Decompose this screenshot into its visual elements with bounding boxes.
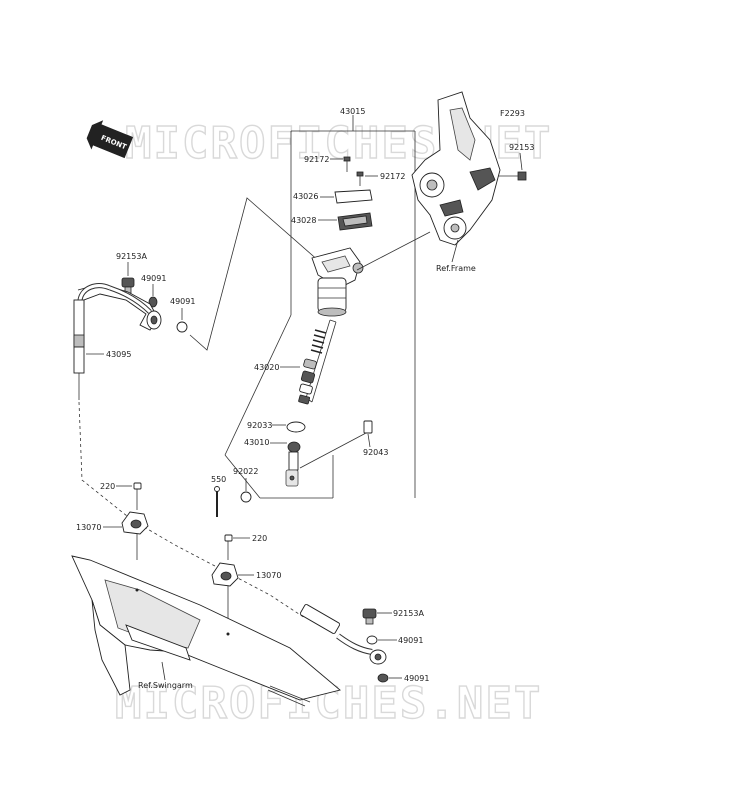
label-220-b: 220 — [252, 534, 267, 543]
label-92153A-bottom: 92153A — [393, 609, 424, 618]
bolt-92153 — [498, 171, 527, 181]
assembly-bracket-43015 — [224, 115, 416, 499]
label-49091-a: 49091 — [141, 274, 166, 283]
label-43028: 43028 — [291, 216, 316, 225]
label-13070-a: 13070 — [76, 523, 101, 532]
hose-routing-dash — [78, 401, 306, 619]
ref-frame-label: Ref.Frame — [436, 264, 476, 273]
pin-92043 — [299, 420, 373, 469]
ref-swingarm-label: Ref.Swingarm — [138, 681, 193, 690]
label-92043: 92043 — [363, 448, 388, 457]
lower-brake-hose — [299, 604, 387, 665]
hose-to-cylinder-line — [189, 197, 321, 351]
label-49091-b: 49091 — [170, 297, 195, 306]
washer-49091-a — [148, 296, 158, 308]
label-550: 550 — [211, 475, 226, 484]
screw-92172-a — [343, 156, 351, 172]
label-92172-b: 92172 — [380, 172, 405, 181]
label-92033: 92033 — [247, 421, 272, 430]
figure-code: F2293 — [500, 109, 525, 118]
master-cylinder-body — [311, 247, 364, 317]
label-49091-c: 49091 — [398, 636, 423, 645]
push-rod-43010 — [285, 441, 301, 487]
screw-220-b — [224, 534, 233, 560]
cylinder-to-frame-line — [356, 231, 431, 271]
banjo-bolt-92153A-bottom — [362, 608, 377, 625]
label-43020: 43020 — [254, 363, 279, 372]
label-92153A-top: 92153A — [116, 252, 147, 261]
label-13070-b: 13070 — [256, 571, 281, 580]
label-92153-top: 92153 — [509, 143, 534, 152]
label-49091-d: 49091 — [404, 674, 429, 683]
diaphragm-43028 — [337, 212, 373, 231]
swingarm — [71, 555, 341, 707]
washer-92022 — [240, 491, 252, 503]
cotter-pin-550 — [214, 486, 220, 517]
screw-92172-b — [356, 171, 364, 186]
frame-bracket — [411, 91, 501, 246]
washer-49091-b — [176, 321, 188, 333]
screw-220-a — [133, 482, 142, 510]
label-220-a: 220 — [100, 482, 115, 491]
label-43026: 43026 — [293, 192, 318, 201]
front-arrow-icon: FRONT — [86, 120, 134, 159]
label-43010: 43010 — [244, 438, 269, 447]
label-92172-a: 92172 — [304, 155, 329, 164]
brake-hose-43095 — [73, 283, 162, 400]
piston-kit-43020 — [298, 319, 337, 405]
banjo-bolt-92153A-top — [121, 277, 135, 294]
label-92022: 92022 — [233, 467, 258, 476]
label-43095: 43095 — [106, 350, 131, 359]
hose-clamp-13070-a — [121, 511, 149, 560]
circlip-92033 — [286, 421, 306, 433]
label-43015: 43015 — [340, 107, 365, 116]
washer-49091-c — [366, 635, 378, 645]
washer-49091-d — [377, 673, 389, 683]
reservoir-cap-43026 — [334, 189, 373, 204]
